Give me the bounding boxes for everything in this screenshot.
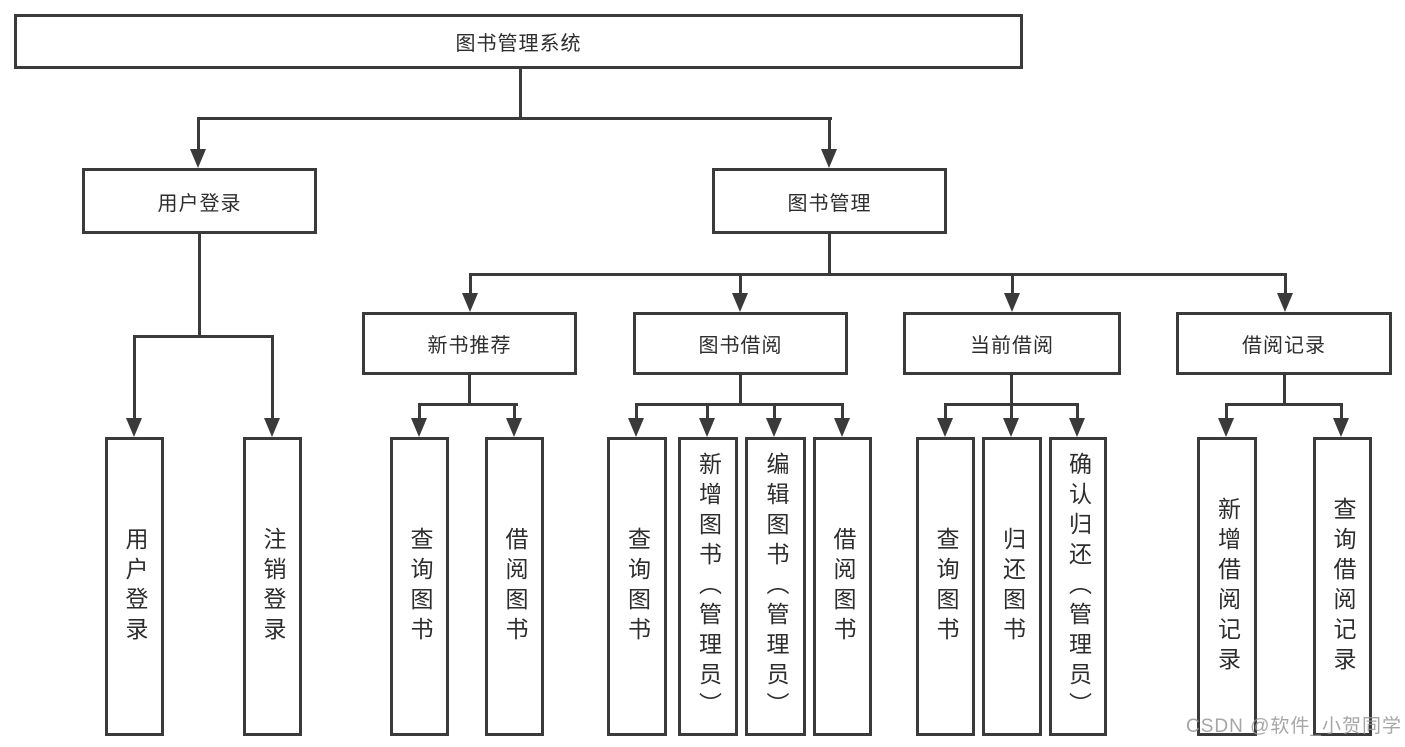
leaf-query-borrow-record: 查询借阅记录 [1313,437,1372,736]
node-current-borrow: 当前借阅 [903,312,1121,375]
node-new-book-rec-label: 新书推荐 [427,335,512,357]
connector-user-login-stub [197,117,200,151]
connector-l3-stub [469,273,472,295]
node-user-login: 用户登录 [82,168,317,234]
connector-root-drop [519,68,522,119]
leaf-return-books-label: 归还图书 [999,526,1026,647]
leaf-edit-books-admin: 编辑图书（管理员） [745,437,806,736]
connector-leaf-stub [944,403,947,421]
connector-leaf-stub [841,403,844,421]
leaf-current-query-books: 查询图书 [916,437,975,736]
arrowhead-leaf [1218,418,1234,437]
connector-leaf-stub [513,403,516,421]
connector-leaf-stub [133,335,136,420]
node-borrow-records-label: 借阅记录 [1242,335,1326,357]
leaf-query-borrow-record-label: 查询借阅记录 [1330,496,1356,677]
arrowhead-leaf [1069,418,1085,437]
arrowhead-leaf [411,418,427,437]
leaf-logout-label: 注销登录 [260,526,286,647]
connector-leaf-stub [706,403,709,421]
arrowhead-leaf [1003,418,1019,437]
leaf-add-books-admin: 新增图书（管理员） [678,437,738,736]
arrowhead-leaf [1333,418,1349,437]
connector-leaf-stub [1340,403,1343,421]
connector-l3-stub [1011,273,1014,295]
connector-leaf-stub [635,403,638,421]
node-book-mgmt: 图书管理 [712,168,947,234]
leaf-rec-query-books-label: 查询图书 [407,526,433,647]
leaf-add-borrow-record: 新增借阅记录 [1197,437,1257,736]
csdn-watermark: CSDN @软件_小贺同学 [1186,716,1402,737]
connector-leaf-stub [1010,403,1013,421]
node-user-login-label: 用户登录 [157,192,242,215]
leaf-confirm-return-admin: 确认归还（管理员） [1049,437,1107,736]
node-borrow-records: 借阅记录 [1176,312,1392,375]
node-book-mgmt-label: 图书管理 [787,192,872,215]
connector-new-book-rec-drop [468,373,471,406]
connector-borrow-records-rail [1225,403,1343,406]
arrowhead-leaf [834,418,850,437]
node-book-borrow: 图书借阅 [633,312,848,375]
arrowhead-leaf [699,418,715,437]
arrowhead-leaf [126,418,142,437]
arrowhead-leaf [628,418,644,437]
leaf-rec-borrow-books: 借阅图书 [485,437,544,736]
leaf-add-borrow-record-label: 新增借阅记录 [1214,496,1241,677]
connector-level2-rail [197,117,832,120]
node-root: 图书管理系统 [14,14,1023,69]
arrowhead-borrow-records [1277,293,1293,312]
leaf-rec-borrow-books-label: 借阅图书 [502,526,528,647]
leaf-logout: 注销登录 [243,437,302,736]
node-root-label: 图书管理系统 [455,33,582,55]
leaf-borrow-books-label: 借阅图书 [830,526,856,647]
connector-book-mgmt-stub [828,117,831,151]
arrowhead-leaf [506,418,522,437]
leaf-current-query-books-label: 查询图书 [933,526,959,647]
arrowhead-leaf [264,418,280,437]
connector-leaf-stub [418,403,421,421]
arrowhead-user-login [190,149,206,168]
leaf-user-login: 用户登录 [105,437,164,736]
arrowhead-book-borrow [732,293,748,312]
node-book-borrow-label: 图书借阅 [698,335,783,357]
node-new-book-rec: 新书推荐 [362,312,577,375]
arrowhead-new-book-rec [462,293,478,312]
leaf-add-books-admin-label: 新增图书（管理员） [695,451,722,722]
connector-l3-stub [739,273,742,295]
arrowhead-leaf [937,418,953,437]
connector-leaf-stub [1225,403,1228,421]
leaf-confirm-return-admin-label: 确认归还（管理员） [1065,451,1092,722]
arrowhead-book-mgmt [821,149,837,168]
leaf-borrow-books: 借阅图书 [813,437,872,736]
connector-book-borrow-rail [635,403,844,406]
leaf-user-login-label: 用户登录 [122,526,148,647]
connector-current-borrow-drop [1010,373,1013,406]
arrowhead-leaf [766,418,782,437]
leaf-return-books: 归还图书 [982,437,1042,736]
arrowhead-current-borrow [1004,293,1020,312]
connector-user-login-rail [133,335,274,338]
connector-leaf-stub [1076,403,1079,421]
connector-book-mgmt-drop [828,232,831,275]
leaf-rec-query-books: 查询图书 [390,437,449,736]
connector-l3-stub [1284,273,1287,295]
leaf-borrow-query-books-label: 查询图书 [624,526,651,647]
connector-new-book-rec-rail [418,403,518,406]
connector-leaf-stub [773,403,776,421]
connector-book-borrow-drop [739,373,742,406]
connector-level3-rail [469,273,1287,276]
leaf-borrow-query-books: 查询图书 [607,437,667,736]
leaf-edit-books-admin-label: 编辑图书（管理员） [763,451,789,722]
connector-leaf-stub [271,335,274,420]
node-current-borrow-label: 当前借阅 [970,335,1054,357]
connector-user-login-drop [198,232,201,338]
connector-borrow-records-drop [1283,373,1286,406]
